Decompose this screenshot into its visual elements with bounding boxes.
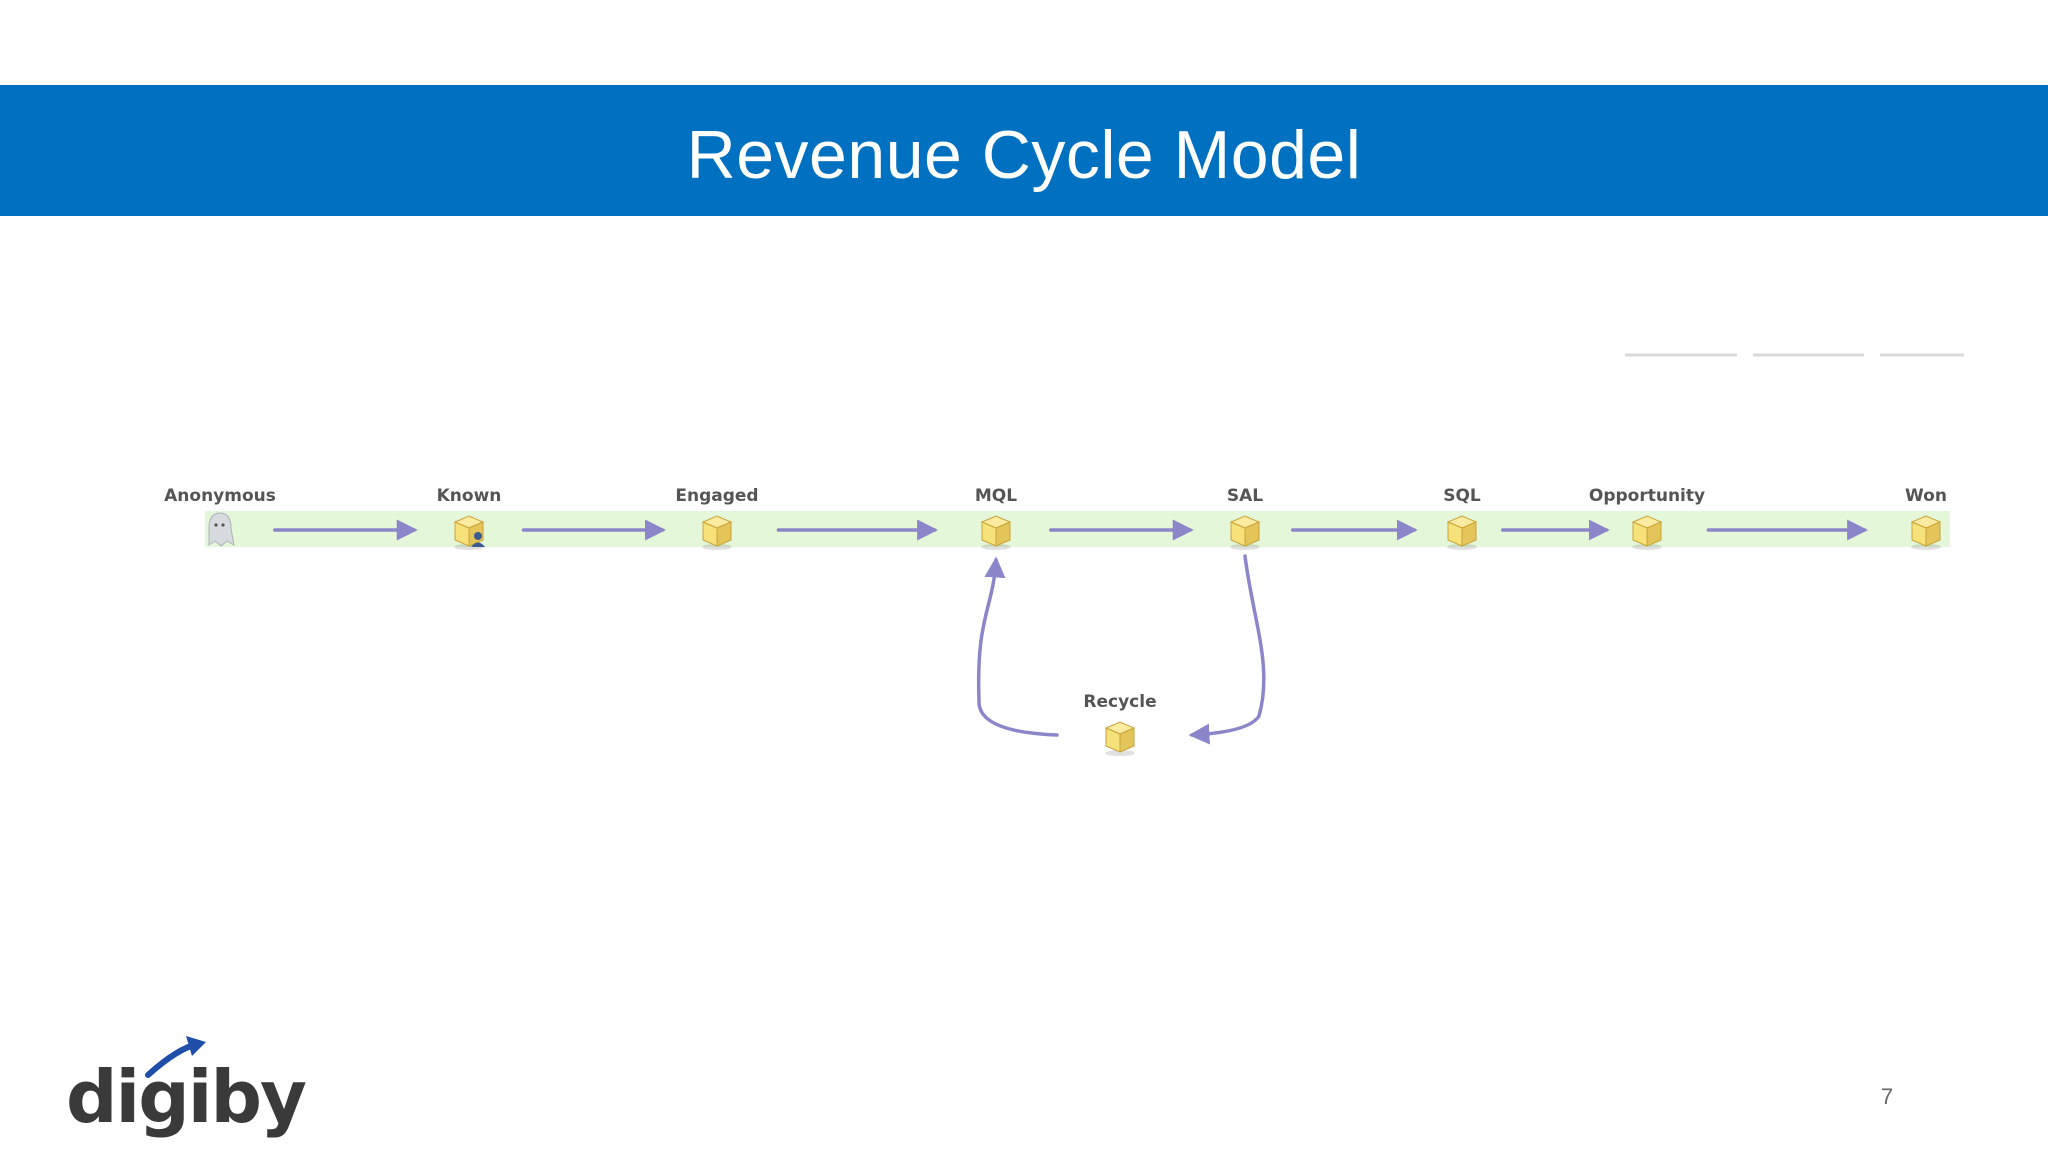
node-layer: Anonymous Known Engaged MQL SAL SQL Opportunit… [164, 486, 1947, 756]
stage-label-recycle: Recycle [1083, 692, 1156, 712]
ghost-eye [221, 523, 225, 527]
stage-node-recycle: Recycle [1083, 692, 1157, 756]
box-right-face [1461, 521, 1477, 547]
stage-label-sql: SQL [1443, 486, 1481, 506]
slide-title: Revenue Cycle Model [686, 116, 1362, 193]
box-right-face [1925, 521, 1941, 547]
stage-node-won: Won [1905, 486, 1947, 550]
edge-layer [273, 519, 1869, 745]
stage-node-anonymous: Anonymous [164, 486, 276, 547]
person-head [474, 532, 482, 540]
stage-label-anonymous: Anonymous [164, 486, 276, 506]
stage-label-won: Won [1905, 486, 1947, 506]
box-icon [1631, 515, 1663, 550]
box-right-face [1646, 521, 1662, 547]
box-shadow [702, 544, 732, 550]
stage-node-engaged: Engaged [675, 486, 759, 550]
logo-arrow-icon [186, 1036, 206, 1056]
stage-label-known: Known [437, 486, 502, 506]
stage-node-known: Known [437, 486, 502, 550]
edge-sal-to-recycle [1188, 554, 1266, 745]
digiby-logo: digiby [66, 1036, 308, 1139]
box-shadow [1911, 544, 1941, 550]
box-icon [1229, 515, 1261, 550]
stage-label-mql: MQL [975, 486, 1017, 506]
box-right-face [1244, 521, 1260, 547]
box-icon [1104, 721, 1136, 756]
box-shadow [1105, 750, 1135, 756]
stage-label-sal: SAL [1227, 486, 1263, 506]
stage-label-opportunity: Opportunity [1589, 486, 1705, 506]
box-shadow [1447, 544, 1477, 550]
edge-recycle-to-mql [976, 556, 1059, 737]
page-number: 7 [1880, 1084, 1894, 1109]
box-icon [1446, 515, 1478, 550]
box-icon [701, 515, 733, 550]
box-person-icon [453, 515, 485, 550]
box-shadow [1230, 544, 1260, 550]
box-icon [980, 515, 1012, 550]
ghost-body [208, 512, 235, 547]
box-shadow [981, 544, 1011, 550]
ghost-icon [208, 512, 235, 547]
person-body [471, 542, 485, 547]
logo-text: digiby [66, 1055, 306, 1139]
box-right-face [995, 521, 1011, 547]
stage-node-sal: SAL [1227, 486, 1263, 550]
stage-node-opportunity: Opportunity [1589, 486, 1705, 550]
stage-node-mql: MQL [975, 486, 1017, 550]
stage-label-engaged: Engaged [675, 486, 758, 506]
title-banner: Revenue Cycle Model [0, 85, 2048, 216]
box-right-face [1119, 727, 1135, 753]
box-shadow [1632, 544, 1662, 550]
box-right-face [716, 521, 732, 547]
ghost-eye [214, 523, 218, 527]
box-icon [1910, 515, 1942, 550]
stage-node-sql: SQL [1443, 486, 1481, 550]
